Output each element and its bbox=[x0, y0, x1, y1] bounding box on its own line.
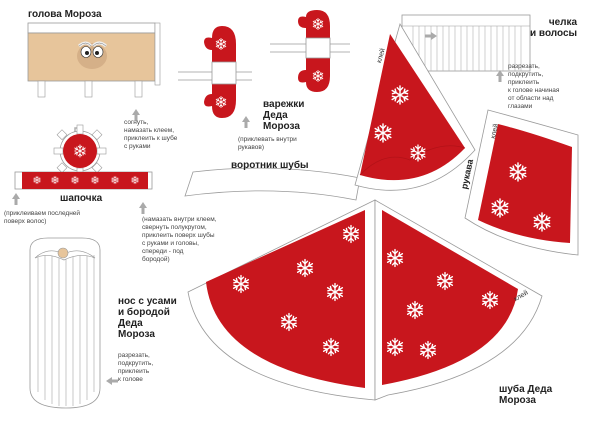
collar-piece bbox=[139, 167, 361, 214]
coat-piece bbox=[187, 199, 543, 401]
collar-note: (намазать внутри клеем, свернуть полукру… bbox=[142, 216, 217, 263]
beard-piece bbox=[29, 237, 118, 409]
mittens-label: варежки Деда Мороза bbox=[263, 99, 305, 132]
mittens-note: (приклевать внутри рукавов) bbox=[238, 136, 297, 151]
hat-note: (приклеиваем последней поверх волос) bbox=[4, 210, 81, 225]
head-note: согнуть, намазать клеем, приклеить к шуб… bbox=[124, 119, 178, 150]
sleeve-top-piece bbox=[354, 22, 476, 191]
sleeve-right-piece bbox=[464, 109, 579, 256]
bangs-piece bbox=[401, 14, 531, 82]
mittens-piece bbox=[178, 10, 350, 128]
arrow-left-icon bbox=[106, 377, 118, 385]
eyes-icon bbox=[77, 41, 107, 69]
hat-label: шапочка bbox=[60, 193, 103, 204]
arrow-up-icon bbox=[496, 70, 504, 82]
head-piece bbox=[27, 22, 161, 121]
nose-label: нос с усами и бородой Деда Мороза bbox=[118, 296, 177, 340]
hat-piece bbox=[12, 124, 153, 205]
arrow-up-icon bbox=[139, 202, 147, 214]
bangs-label: челка и волосы bbox=[530, 17, 578, 39]
arrow-up-icon bbox=[12, 193, 20, 205]
head-label: голова Мороза bbox=[28, 9, 102, 20]
arrow-up-icon bbox=[242, 116, 250, 128]
beard-note: разрезать, подкрутить, приклеить к голов… bbox=[118, 352, 154, 383]
bangs-note: разрезать, подкрутить, приклеить к голов… bbox=[508, 63, 560, 110]
collar-label: воротник шубы bbox=[231, 160, 309, 171]
coat-label: шуба Деда Мороза bbox=[499, 384, 553, 406]
